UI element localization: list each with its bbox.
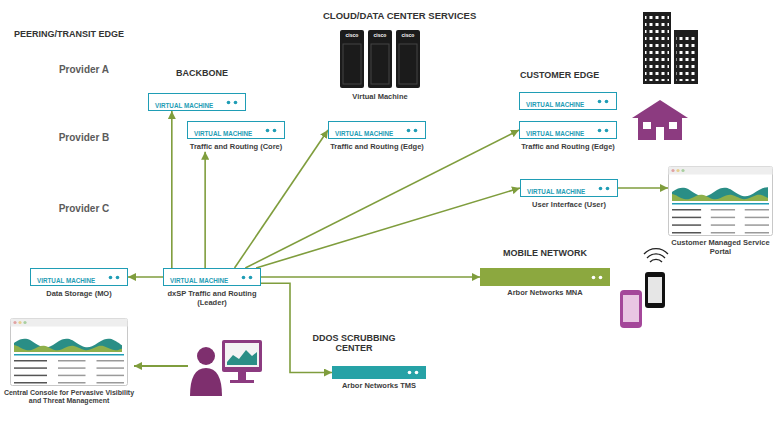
- cloud-shape: [272, 300, 462, 416]
- status-dots: [407, 370, 421, 375]
- vm-label: VIRTUAL MACHINE: [335, 126, 393, 141]
- office-buildings: [643, 12, 698, 84]
- connector-arrow: [618, 187, 668, 189]
- screen-mock: [668, 166, 773, 236]
- status-dots: [597, 99, 611, 104]
- cloud-region: Provider A: [18, 48, 150, 96]
- region-heading: Provider B: [18, 132, 150, 144]
- status-dots: [265, 128, 279, 133]
- vm-label: VIRTUAL MACHINE: [526, 97, 584, 112]
- cloud-region: CLOUD/DATA CENTER SERVICES VIRTUAL MACHIN…: [294, 6, 520, 244]
- brand-logo: cisco: [368, 33, 392, 39]
- node-caption: Customer Managed Service Portal: [671, 239, 771, 256]
- vm-label: VIRTUAL MACHINE: [155, 98, 213, 113]
- status-dots: [241, 275, 255, 280]
- node-caption: Traffic and Routing (Edge): [521, 143, 615, 152]
- cloud-shape: [136, 42, 328, 264]
- cloud-region: Provider B: [18, 116, 150, 164]
- region-heading: MOBILE NETWORK: [490, 248, 600, 258]
- operator-figure: [190, 340, 262, 396]
- region-heading: BACKBONE: [176, 68, 286, 78]
- connector-arrow: [204, 152, 206, 268]
- status-dots: [406, 128, 420, 133]
- vm-box: VIRTUAL MACHINEdxSP Traffic and Routing …: [163, 268, 261, 286]
- cloud-region: DDOS SCRUBBING CENTER Arbor Networks TMS: [272, 300, 462, 416]
- region-heading: CUSTOMER EDGE: [520, 70, 640, 80]
- cloud-region: BACKBONEVIRTUAL MACHINEVIRTUAL MACHINETr…: [136, 42, 328, 264]
- mobile-phones: [620, 249, 668, 328]
- node-caption: Data Storage (MO): [46, 290, 111, 299]
- appliance-box: Arbor Networks MNA: [480, 268, 610, 286]
- vm-label: VIRTUAL MACHINE: [527, 184, 585, 199]
- region-heading: CLOUD/DATA CENTER SERVICES: [323, 11, 513, 22]
- vm-box: VIRTUAL MACHINEUser Interface (User): [520, 179, 618, 197]
- node-caption: User Interface (User): [532, 201, 606, 210]
- vm-box: VIRTUAL MACHINETraffic and Routing (Edge…: [519, 121, 617, 139]
- connector-arrow: [245, 130, 519, 268]
- node-caption: Traffic and Routing (Edge): [330, 143, 424, 152]
- node-caption: dxSP Traffic and Routing (Leader): [166, 290, 258, 307]
- vm-box: VIRTUAL MACHINE: [148, 93, 246, 111]
- region-heading: PEERING/TRANSIT EDGE: [14, 29, 234, 39]
- brand-logo: cisco: [396, 33, 420, 39]
- region-heading: Provider C: [18, 203, 150, 215]
- connector-arrow: [128, 276, 163, 278]
- caption: Virtual Machine: [340, 93, 420, 102]
- vm-label: VIRTUAL MACHINE: [37, 273, 95, 288]
- node-caption: Arbor Networks MNA: [507, 289, 582, 298]
- cloud-region: Provider C: [18, 178, 150, 242]
- vm-label: VIRTUAL MACHINE: [526, 126, 584, 141]
- server-racks: [340, 30, 420, 88]
- appliance-box: Arbor Networks TMS: [332, 366, 426, 379]
- connector-arrow: [261, 283, 332, 372]
- status-dots: [597, 128, 611, 133]
- vm-box: VIRTUAL MACHINETraffic and Routing (Edge…: [328, 121, 426, 139]
- vm-box: VIRTUAL MACHINEData Storage (MO): [30, 268, 128, 286]
- status-dots: [226, 100, 240, 105]
- screen-panel: Central Console for Pervasive Visibility…: [10, 318, 128, 386]
- status-dots: [108, 275, 122, 280]
- region-heading: Provider A: [18, 64, 150, 76]
- vm-box: VIRTUAL MACHINETraffic and Routing (Core…: [187, 121, 285, 139]
- node-caption: Central Console for Pervasive Visibility…: [2, 389, 136, 405]
- status-dots: [591, 275, 605, 280]
- node-caption: Arbor Networks TMS: [342, 382, 416, 391]
- house-icon: [632, 100, 688, 140]
- connector-arrow: [256, 188, 520, 268]
- view-arrow: [134, 365, 188, 367]
- region-heading: DDOS SCRUBBING CENTER: [304, 333, 404, 354]
- screen-mock: [10, 318, 128, 386]
- node-caption: Traffic and Routing (Core): [190, 143, 283, 152]
- status-dots: [598, 186, 612, 191]
- connector-arrow: [171, 111, 173, 268]
- cloud-region: MOBILE NETWORK Arbor Networks MNA: [438, 234, 642, 338]
- brand-logo: cisco: [340, 33, 364, 39]
- vm-label: VIRTUAL MACHINE: [170, 273, 228, 288]
- connector-arrow: [261, 276, 480, 278]
- vm-box: VIRTUAL MACHINE: [519, 92, 617, 110]
- screen-panel: Customer Managed Service Portal: [668, 166, 773, 236]
- vm-label: VIRTUAL MACHINE: [194, 126, 252, 141]
